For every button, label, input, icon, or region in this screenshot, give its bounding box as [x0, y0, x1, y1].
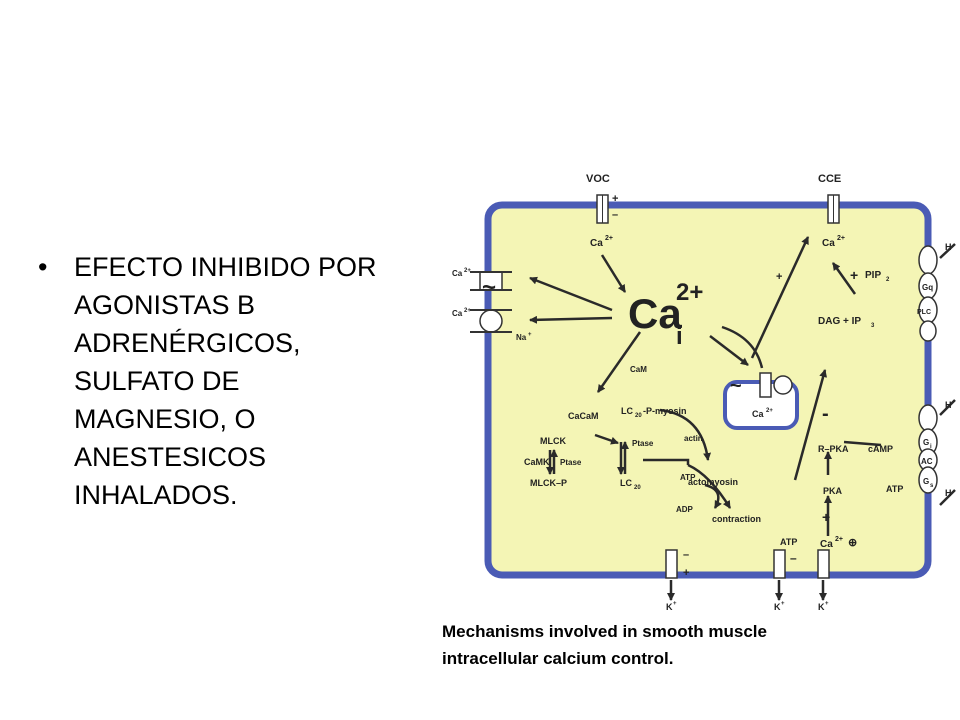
minus-atp-channel: –	[790, 551, 797, 565]
cce-channel	[827, 194, 840, 224]
adp-label: ADP	[676, 505, 694, 514]
atp-ac-label: ATP	[886, 484, 903, 494]
plus-pka: +	[822, 509, 830, 525]
sr-tilde: ~	[730, 375, 742, 397]
na-out-sup: +	[528, 332, 532, 338]
ca-voc-label: Ca	[590, 238, 603, 249]
gs-label: G	[923, 477, 929, 486]
h3-label: H	[945, 488, 952, 498]
ca-sr-label: Ca	[752, 409, 764, 419]
bullet-line: ADRENÉRGICOS,	[74, 328, 301, 358]
pip2-sub: 2	[886, 277, 890, 283]
gi-sub: i	[930, 444, 932, 450]
actin-label: actin	[684, 434, 703, 443]
k1-label: K	[666, 602, 673, 612]
ptase1-label: Ptase	[632, 439, 654, 448]
caption-line: intracellular calcium control.	[442, 649, 674, 668]
cam-label: CaM	[630, 365, 647, 374]
bullet-item: • EFECTO INHIBIDO POR AGONISTAS B ADRENÉ…	[38, 248, 458, 514]
k3-label: K	[818, 602, 825, 612]
camk-label: CaMK	[524, 457, 550, 467]
h1-label: H	[945, 242, 952, 252]
cce-label: CCE	[818, 173, 841, 185]
voc-channel	[596, 194, 609, 224]
bullet-dot: •	[38, 252, 48, 282]
bullet-list: • EFECTO INHIBIDO POR AGONISTAS B ADRENÉ…	[38, 248, 458, 514]
circle-plus: ⊕	[848, 537, 857, 549]
ac-label: AC	[921, 457, 933, 466]
cai-sup: 2+	[676, 279, 703, 306]
ca-bottom-sup: 2+	[835, 536, 843, 543]
ca-out2-sup: 2+	[464, 308, 471, 314]
bullet-line: SULFATO DE	[74, 366, 240, 396]
bullet-line: EFECTO INHIBIDO POR	[74, 252, 377, 282]
k2-label: K	[774, 602, 781, 612]
plus-pip2: +	[850, 267, 858, 283]
ca-sr-sup: 2+	[766, 408, 773, 414]
dag-ip3-label: DAG + IP	[818, 316, 861, 327]
diagram-caption: Mechanisms involved in smooth muscle int…	[442, 618, 942, 672]
atp1-label: ATP	[680, 473, 696, 482]
rpka-label: R–PKA	[818, 444, 849, 454]
tilde-exchanger: ~	[482, 274, 496, 301]
atp-channel-label: ATP	[780, 537, 797, 547]
gq-plc-complex	[918, 245, 938, 342]
cell-membrane	[484, 201, 932, 579]
cacam-label: CaCaM	[568, 411, 599, 421]
bullet-line: ANESTESICOS	[74, 442, 267, 472]
voc-label: VOC	[586, 173, 610, 185]
sr-channel	[759, 372, 793, 398]
voc-plus: +	[612, 193, 618, 205]
pip2-label: PIP	[865, 270, 881, 281]
lc20-sub: 20	[634, 485, 641, 491]
lc20p-label: LC	[621, 406, 633, 416]
ptase2-label: Ptase	[560, 458, 582, 467]
lc20p-sub: 20	[635, 413, 642, 419]
g-protein-ac-complex	[918, 404, 938, 494]
left-exchangers	[470, 271, 512, 333]
ca-out1-sup: 2+	[464, 268, 471, 274]
k3-sup: +	[825, 601, 829, 607]
gi-label: G	[923, 438, 929, 447]
gs-sub: s	[930, 483, 934, 489]
bullet-line: MAGNESIO, O	[74, 404, 256, 434]
bullet-line: AGONISTAS B	[74, 290, 256, 320]
plus-bottom-left: +	[683, 567, 689, 579]
ca-voc-sup: 2+	[605, 235, 613, 242]
voc-minus: –	[612, 209, 618, 221]
ca-cce-label: Ca	[822, 238, 835, 249]
ca-bottom-label: Ca	[820, 539, 833, 550]
dag-ip3-sub: 3	[871, 323, 875, 329]
minus-bottom-left: –	[683, 549, 689, 561]
cai-sub: i	[676, 323, 683, 350]
caption-line: Mechanisms involved in smooth muscle	[442, 622, 767, 641]
contraction-label: contraction	[712, 514, 761, 524]
arrows	[529, 236, 956, 601]
ca-out2-label: Ca	[452, 309, 463, 318]
ca-out1-label: Ca	[452, 269, 463, 278]
k1-sup: +	[673, 601, 677, 607]
k2-sup: +	[781, 601, 785, 607]
lc20p-rest: -P-myosin	[643, 406, 687, 416]
minus-pka: -	[822, 403, 829, 425]
bottom-channels	[665, 549, 830, 579]
plc-label: PLC	[917, 309, 931, 316]
bullet-line: INHALADOS.	[74, 480, 238, 510]
lc20-label: LC	[620, 478, 632, 488]
ca-cce-sup: 2+	[837, 235, 845, 242]
calcium-control-diagram: VOC + – CCE Ca 2+ Ca 2+ Ca 2+ Ca 2+ Na +…	[452, 173, 956, 612]
camp-label: cAMP	[868, 444, 893, 454]
cai-label: Ca	[628, 290, 682, 337]
h2-label: H	[945, 400, 952, 410]
plus-cce: +	[776, 271, 782, 283]
na-out-label: Na	[516, 333, 527, 342]
mlck-label: MLCK	[540, 436, 566, 446]
mlckp-label: MLCK–P	[530, 478, 567, 488]
actomyosin-label: actomyosin	[688, 477, 738, 487]
pka-label: PKA	[823, 486, 843, 496]
gq-label: Gq	[922, 283, 933, 292]
